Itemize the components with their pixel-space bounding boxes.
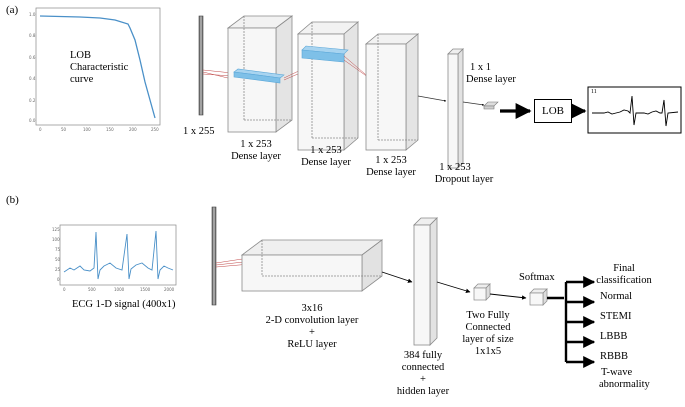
dense1-name: Dense layer xyxy=(231,151,281,162)
dense-out-name: Dense layer xyxy=(466,74,516,85)
input-label-a: 1 x 255 xyxy=(183,126,215,137)
dense1-size: 1 x 253 xyxy=(240,139,272,150)
softmax-cube xyxy=(529,288,548,306)
lob-xtick: 150 xyxy=(106,127,114,132)
lob-ytick: 0.8 xyxy=(29,33,36,38)
dense-layer-3-box xyxy=(364,33,420,151)
ecg-detection-trace xyxy=(592,95,679,127)
lob-xtick: 250 xyxy=(151,127,159,132)
class-twave: T-wave xyxy=(601,367,633,378)
fc-line1: 384 fully xyxy=(403,350,443,361)
twofc-line2: Connected xyxy=(465,322,511,333)
dense3-size: 1 x 253 xyxy=(375,155,407,166)
twofc-line1: Two Fully xyxy=(466,310,510,321)
connector-input-dense1 xyxy=(202,69,233,80)
output-node xyxy=(483,101,499,107)
lob-box: LOB xyxy=(534,99,572,123)
lob-ytick: 0.6 xyxy=(29,55,36,60)
ecg-xtick: 500 xyxy=(88,287,96,292)
ecg-xtick: 2000 xyxy=(164,287,175,292)
tree-branches xyxy=(566,276,596,368)
input-vector-bar xyxy=(198,15,204,116)
dense2-name: Dense layer xyxy=(301,157,351,168)
dropout-size: 1 x 253 xyxy=(439,162,471,173)
lob-title-line1: LOB xyxy=(70,50,91,61)
arrow-dense3-dropout xyxy=(417,95,447,102)
dense3-name: Dense layer xyxy=(366,167,416,178)
lob-title-line2: Characteristic xyxy=(70,62,129,73)
fc-line3: + xyxy=(420,374,426,385)
input-vector-bar-b xyxy=(211,206,217,306)
ecg-caption: ECG 1-D signal (400x1) xyxy=(72,299,176,310)
lob-curve-plot xyxy=(35,7,161,126)
conv-line2: 2-D convolution layer xyxy=(265,315,359,326)
class-normal: Normal xyxy=(600,291,633,302)
dense2-size: 1 x 253 xyxy=(310,145,342,156)
lob-ytick: 0.4 xyxy=(29,76,36,81)
fc-line2: connected xyxy=(401,362,445,373)
lob-ytick: 0.0 xyxy=(29,118,36,123)
ecg-xtick: 0 xyxy=(63,287,66,292)
lob-xtick: 200 xyxy=(129,127,137,132)
ecg-ytick: 0 xyxy=(57,277,60,282)
softmax-label: Softmax xyxy=(519,272,555,283)
final-title-line1: Final xyxy=(613,263,635,274)
arrow-fc-twofc xyxy=(436,281,471,293)
lob-ytick: 0.2 xyxy=(29,98,36,103)
final-title-line2: classification xyxy=(596,275,652,286)
two-fc-cube xyxy=(473,283,491,301)
ecg-signal-line xyxy=(63,230,174,280)
panel-b-label: (b) xyxy=(6,194,19,206)
lob-xtick: 0 xyxy=(39,127,42,132)
ecg-xtick: 1000 xyxy=(114,287,125,292)
dropout-layer-box xyxy=(447,48,464,169)
panel-a-label: (a) xyxy=(6,4,19,16)
ecg-ytick: 50 xyxy=(55,257,61,262)
ecg-ytick: 125 xyxy=(52,227,60,232)
conv-layer-box xyxy=(240,239,384,292)
ecg-xtick: 1500 xyxy=(140,287,151,292)
class-stemi: STEMI xyxy=(600,311,632,322)
ecg-ytick: 25 xyxy=(55,267,61,272)
ecg-ytick: 75 xyxy=(55,247,61,252)
lob-xtick: 100 xyxy=(83,127,91,132)
arrow-conv-fc xyxy=(381,271,413,283)
class-lbbb: LBBB xyxy=(600,331,628,342)
fc-layer-box xyxy=(413,217,438,346)
conv-line1: 3x16 xyxy=(301,303,323,314)
ecg-ytick: 100 xyxy=(52,237,60,242)
dropout-name: Dropout layer xyxy=(434,174,494,185)
lob-title-line3: curve xyxy=(70,74,94,85)
dense-layer-2-box xyxy=(296,21,360,151)
dense-out-size: 1 x 1 xyxy=(470,62,491,73)
class-rbbb: RBBB xyxy=(600,351,629,362)
lob-box-label: LOB xyxy=(542,105,564,117)
class-twave-abnormality: abnormality xyxy=(599,379,650,390)
arrow-dropout-output xyxy=(462,101,485,106)
conv-line4: ReLU layer xyxy=(287,339,337,350)
ecg-box-marker: 11 xyxy=(591,89,597,95)
lob-curve-line xyxy=(39,15,156,119)
twofc-line4: 1x1x5 xyxy=(474,346,502,357)
conv-line3: + xyxy=(309,327,315,338)
lob-ytick: 1.0 xyxy=(29,12,36,17)
arrow-twofc-softmax xyxy=(489,293,527,300)
lob-xtick: 50 xyxy=(61,127,67,132)
ecg-signal-plot xyxy=(59,224,177,286)
twofc-line3: layer of size xyxy=(462,334,514,345)
ecg-detection-box xyxy=(587,86,682,134)
fc-line4: hidden layer xyxy=(396,386,450,397)
dense-layer-1-box xyxy=(226,15,294,133)
